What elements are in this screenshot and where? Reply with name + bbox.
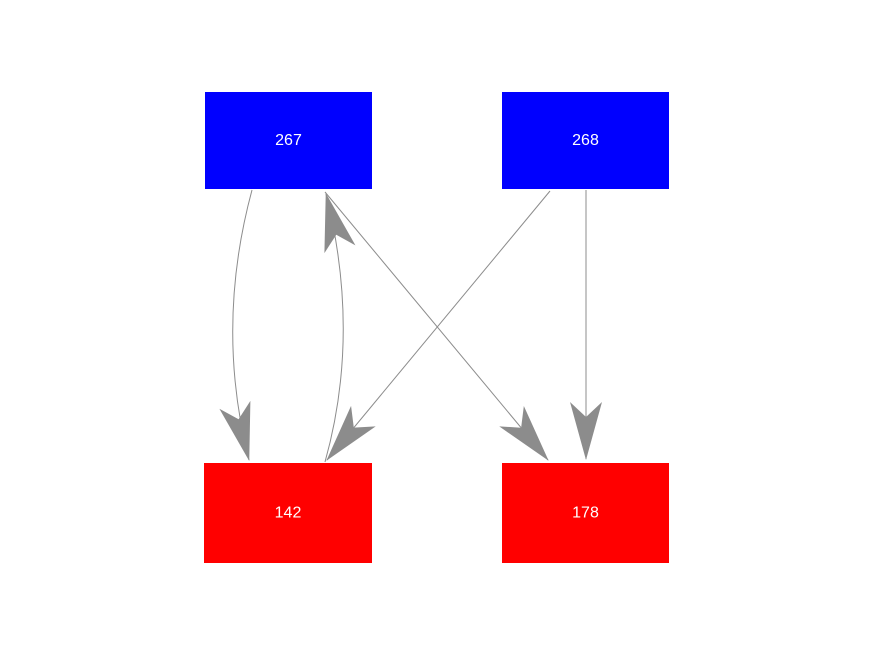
node-178: 178 [502, 463, 669, 563]
node-label-267: 267 [275, 132, 302, 149]
node-label-178: 178 [572, 505, 599, 522]
edge-268-to-142 [326, 190, 551, 461]
edge-267-to-178 [324, 191, 549, 461]
node-box-142 [204, 463, 372, 563]
edge-142-to-267 [324, 193, 356, 463]
node-box-268 [502, 92, 669, 189]
node-label-268: 268 [572, 132, 599, 149]
node-box-267 [205, 92, 372, 189]
node-268: 268 [502, 92, 669, 189]
node-box-178 [502, 463, 669, 563]
node-label-142: 142 [275, 505, 302, 522]
edge-267-to-142 [219, 189, 253, 461]
node-142: 142 [204, 463, 372, 563]
node-267: 267 [205, 92, 372, 189]
